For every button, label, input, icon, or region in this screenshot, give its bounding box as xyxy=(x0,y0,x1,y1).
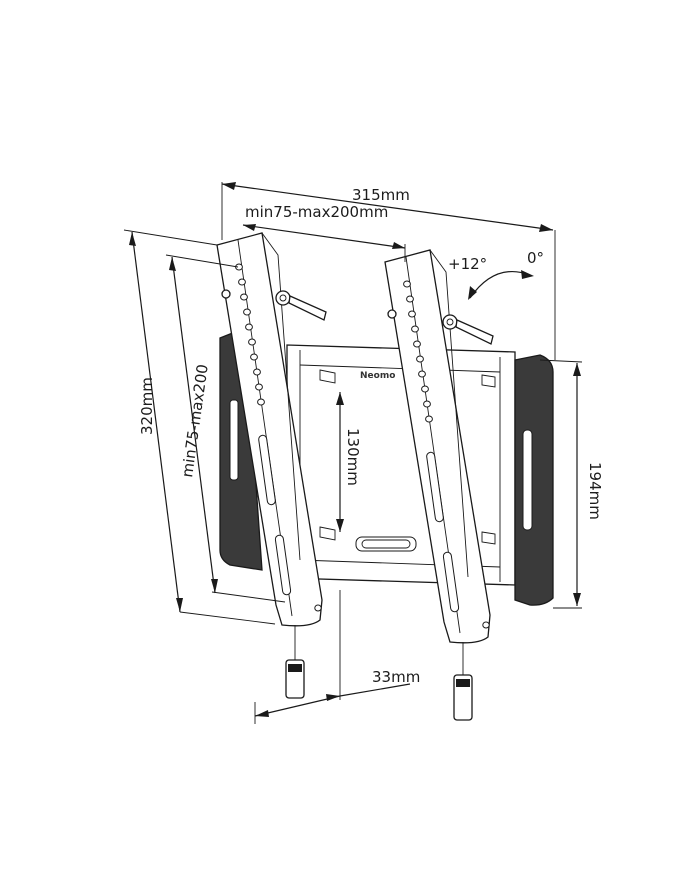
right-bracket xyxy=(384,249,494,721)
frame-height-label: 194mm xyxy=(586,462,604,520)
dimension-depth: 33mm xyxy=(254,590,420,724)
plate-slot xyxy=(355,536,417,552)
left-hinge-screw xyxy=(221,289,327,321)
overall-height-label: 320mm xyxy=(138,377,156,435)
dimension-vesa-width: min75-max200mm xyxy=(242,203,406,262)
depth-label: 33mm xyxy=(372,668,420,686)
vesa-height-label: min75-max200 xyxy=(178,363,212,479)
right-pad xyxy=(514,354,554,606)
dimension-overall-width: 315mm xyxy=(221,182,556,360)
dimension-plate-height: 130mm xyxy=(336,392,362,532)
tilt-plus-label: +12° xyxy=(448,255,487,273)
wall-plate: Neomo xyxy=(286,344,516,586)
brand-label: Neomo xyxy=(360,371,395,381)
vesa-width-label: min75-max200mm xyxy=(245,203,388,221)
right-hinge-screw xyxy=(387,309,494,345)
tilt-indicator: +12° 0° xyxy=(448,249,544,300)
dimension-overall-height: 320mm xyxy=(123,229,276,625)
plate-height-label: 130mm xyxy=(344,428,362,486)
tilt-zero-label: 0° xyxy=(527,249,544,267)
left-pad xyxy=(219,327,263,571)
right-bracket-holes xyxy=(403,280,490,629)
overall-width-label: 315mm xyxy=(352,186,410,204)
dimension-frame-height: 194mm xyxy=(539,359,604,609)
